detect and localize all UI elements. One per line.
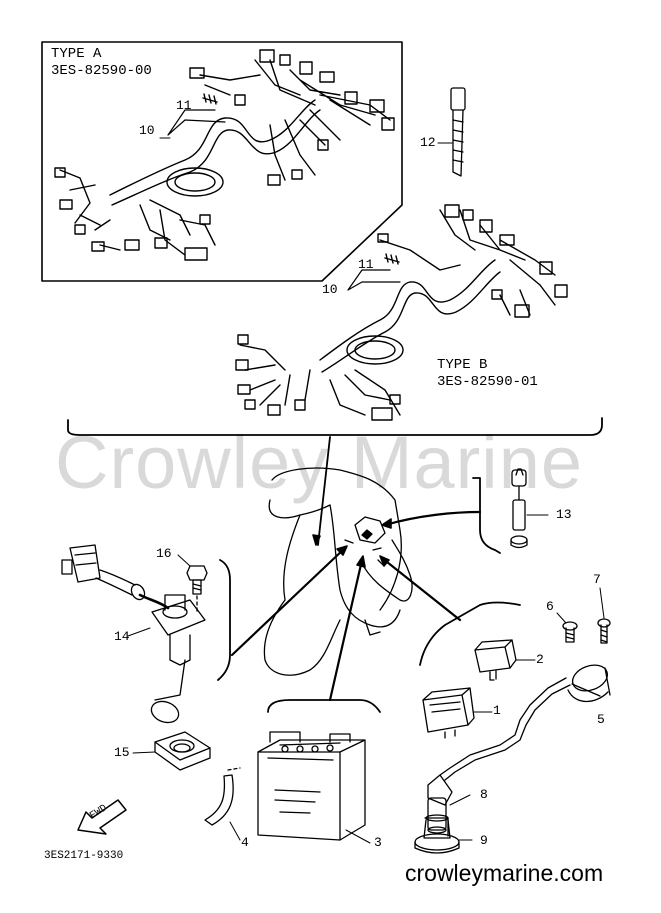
callout-16: 16: [156, 546, 172, 561]
part-3-battery: [257, 731, 366, 841]
bracket-1-2: [419, 601, 521, 666]
frame-outline: [263, 467, 413, 676]
part-2-relay: [474, 639, 517, 681]
diagram-code: 3ES2171-9330: [44, 850, 124, 862]
part-7-screw: [597, 618, 611, 644]
part-5-coil: [439, 664, 611, 781]
callout-14: 14: [114, 629, 130, 644]
callout-2: 2: [536, 652, 544, 667]
callout-9: 9: [480, 833, 488, 848]
type-a-box: [41, 41, 403, 282]
type-b-part-number: 3ES-82590-01: [437, 374, 538, 390]
callout-5: 5: [597, 712, 605, 727]
callout-15: 15: [114, 745, 130, 760]
callout-1: 1: [493, 703, 501, 718]
callout-10-a: 10: [139, 123, 155, 138]
callout-3: 3: [374, 835, 382, 850]
type-b-title: TYPE B: [437, 357, 488, 373]
bracket-3: [267, 699, 381, 713]
part-8-plug-cap: [427, 774, 453, 834]
callout-10-b: 10: [322, 282, 338, 297]
part-16-bolt: [186, 565, 208, 613]
part-1-relay: [422, 687, 475, 739]
callout-6: 6: [546, 599, 554, 614]
part-4-tube: [204, 767, 241, 826]
callout-11-a: 11: [176, 98, 192, 113]
callout-4: 4: [241, 835, 249, 850]
harness-bracket: [67, 417, 603, 436]
site-url[interactable]: crowleymarine.com: [405, 860, 604, 886]
part-9-cap-cover: [414, 814, 460, 854]
type-a-title: TYPE A: [51, 46, 102, 62]
harness-a: [54, 49, 395, 261]
part-13-sensor: [510, 468, 528, 549]
callout-11-b: 11: [358, 257, 374, 272]
callout-7: 7: [593, 572, 601, 587]
callout-13: 13: [556, 507, 572, 522]
part-15-grommet: [154, 731, 211, 771]
callout-8: 8: [480, 787, 488, 802]
fwd-arrow-icon: [77, 799, 127, 835]
part-6-screw: [562, 621, 578, 643]
part-14-fuel-sender: [61, 544, 206, 724]
bracket-14: [217, 559, 231, 681]
callout-12: 12: [420, 135, 436, 150]
type-a-part-number: 3ES-82590-00: [51, 63, 152, 79]
bracket-13: [472, 477, 501, 554]
part-12-cable-tie: [450, 87, 466, 177]
harness-b: [235, 204, 568, 421]
